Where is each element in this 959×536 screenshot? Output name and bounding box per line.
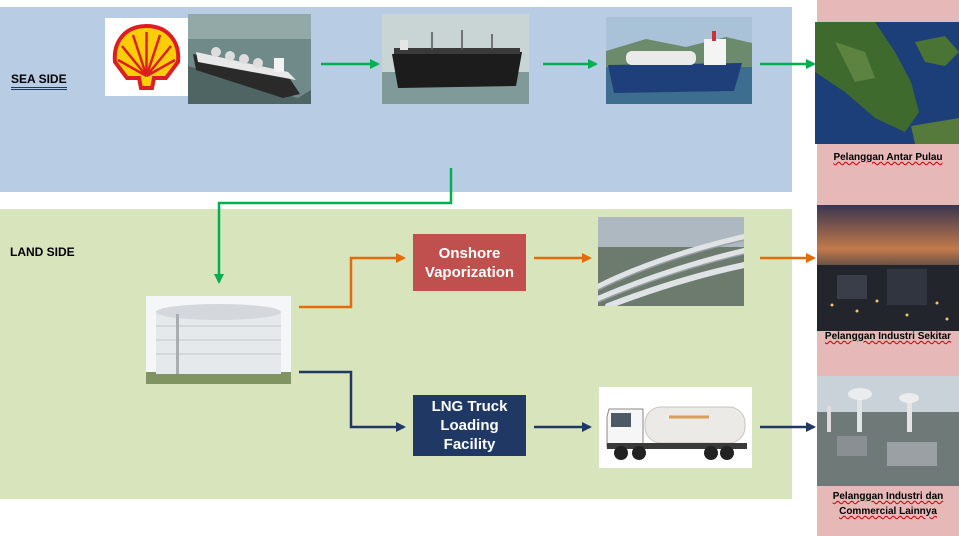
arrow-fsru-to-storage [214, 168, 453, 284]
lng-truck-icon [599, 387, 752, 468]
customer-label-industry-commercial: Pelanggan Industri dan Commercial Lainny… [832, 491, 944, 517]
sea-side-label: SEA SIDE [11, 72, 67, 90]
shell-logo-icon [105, 18, 188, 96]
pipeline-icon [598, 217, 744, 306]
industrial-area-icon [817, 376, 959, 486]
lng-bunker-vessel-icon [606, 17, 752, 104]
fsru-vessel-icon [382, 14, 529, 104]
industrial-night-icon [817, 205, 959, 331]
customer-label-industry-nearby: Pelanggan Industri Sekitar [824, 331, 952, 342]
land-side-label: LAND SIDE [10, 245, 75, 259]
map-icon [815, 22, 959, 144]
lng-truck-loading-box: LNG Truck Loading Facility [413, 395, 526, 456]
lng-storage-tank-icon [146, 296, 291, 384]
lng-carrier-icon [188, 14, 311, 104]
arrow-storage-to-truck-loading [299, 370, 406, 432]
customer-label-inter-island: Pelanggan Antar Pulau [833, 152, 943, 163]
onshore-vaporization-box: Onshore Vaporization [413, 234, 526, 291]
arrow-storage-to-onshore [299, 253, 406, 309]
